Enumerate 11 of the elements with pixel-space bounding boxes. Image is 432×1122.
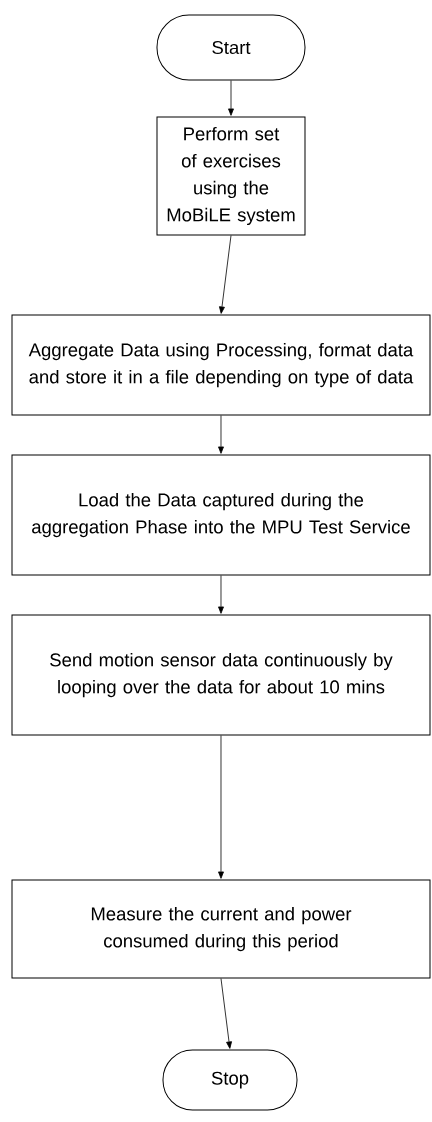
arrow xyxy=(219,235,232,314)
arrow xyxy=(218,735,224,879)
process-box: Load the Data captured during the aggregation Phase into the MPU Test Service xyxy=(11,454,431,576)
arrow xyxy=(220,978,232,1049)
arrow xyxy=(218,415,224,454)
process-box: Measure the current and power consumed during this period xyxy=(11,879,431,979)
process-box: Aggregate Data using Processing, format data and store it in a file depending on type of data xyxy=(11,314,431,416)
process-box: Send motion sensor data continuously by looping over the data for about 10 mins xyxy=(11,614,431,736)
arrow xyxy=(228,80,234,116)
process-box: Perform set of exercises using the MoBiLE system xyxy=(156,116,306,236)
arrow xyxy=(218,575,224,614)
